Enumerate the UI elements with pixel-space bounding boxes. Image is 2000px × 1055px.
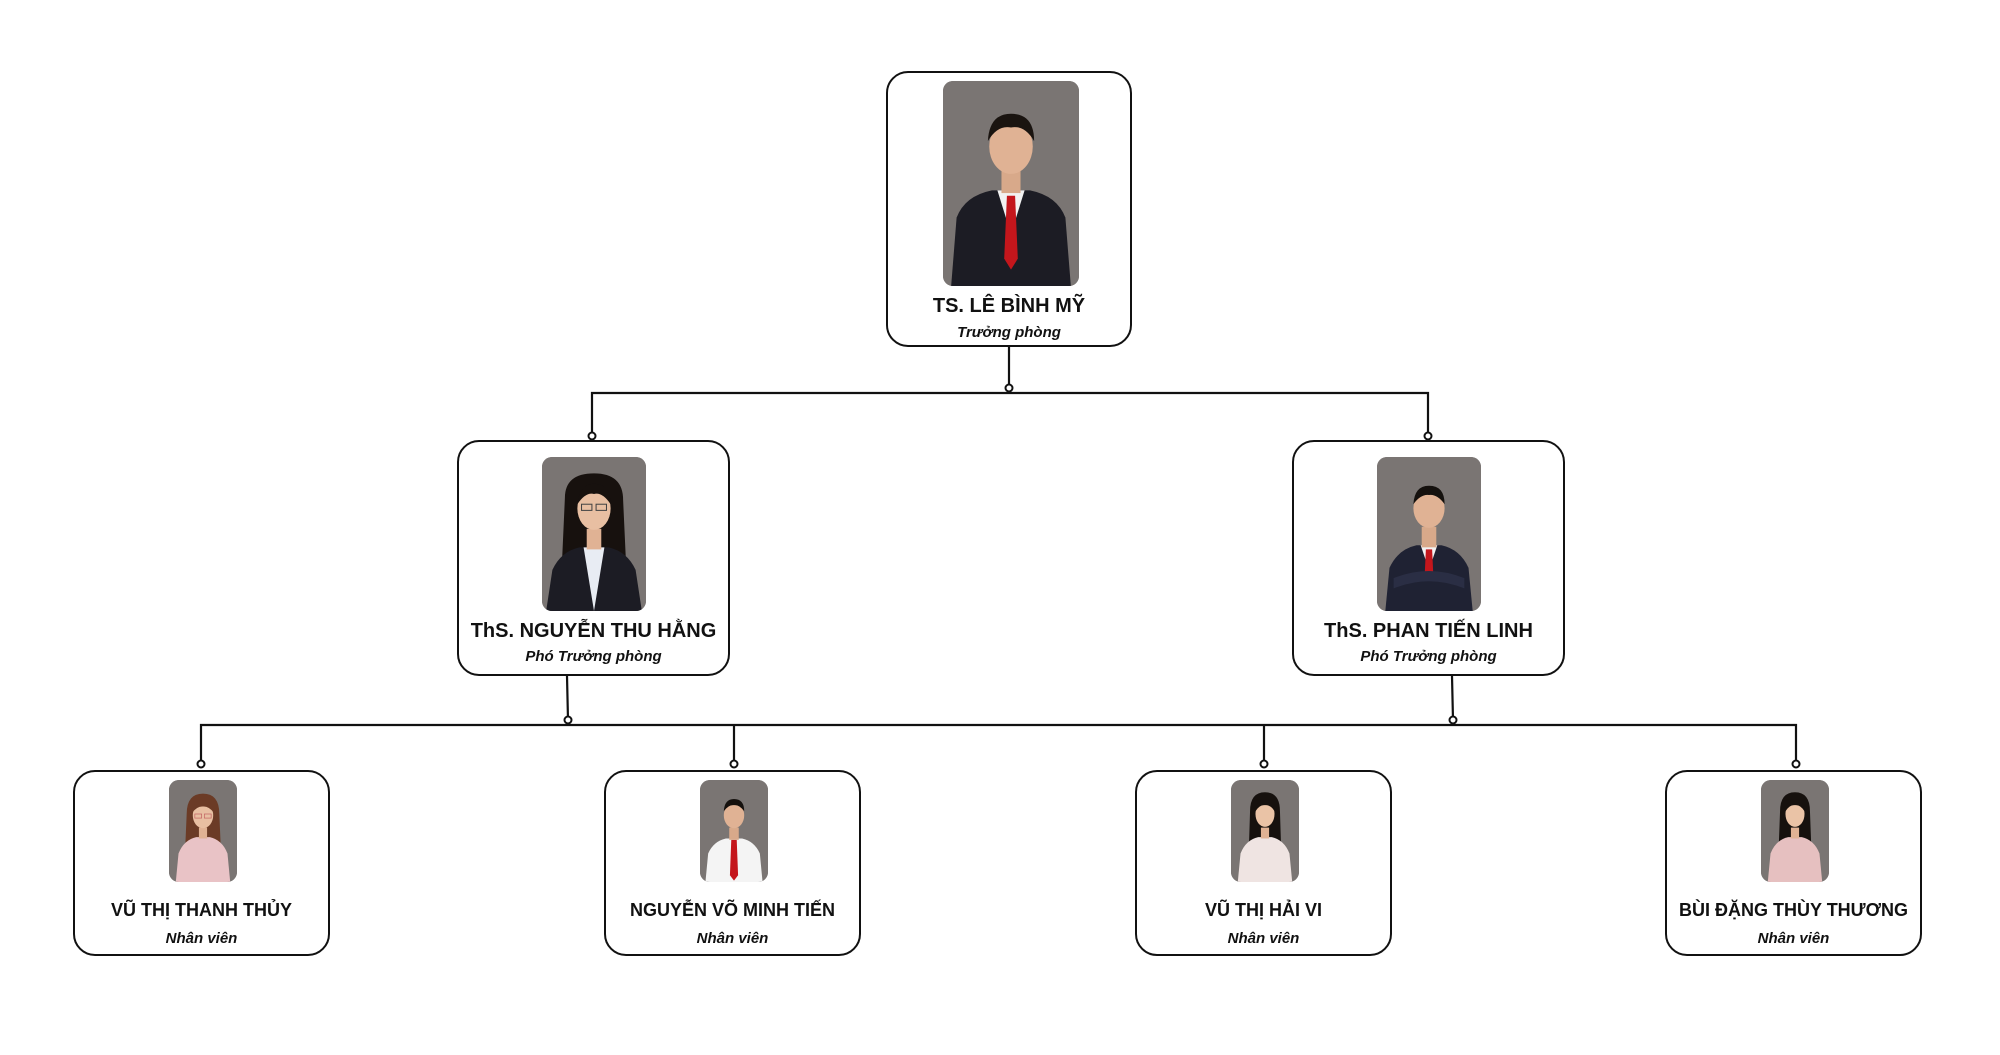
junction-dot — [1004, 383, 1014, 393]
junction-dot — [563, 715, 573, 725]
staff-card: NGUYỄN VÕ MINH TIẾN Nhân viên — [604, 770, 861, 956]
junction-dot — [1448, 715, 1458, 725]
junction-dot — [1259, 759, 1269, 769]
staff-name: VŨ THỊ THANH THỦY — [111, 900, 292, 920]
junction-dot — [1423, 431, 1433, 441]
staff-role: Nhân viên — [696, 930, 769, 947]
connector-deputies-to-staff — [199, 675, 1798, 764]
deputy-portrait — [542, 457, 646, 611]
head-role: Trưởng phòng — [957, 324, 1061, 341]
junction-dot — [729, 759, 739, 769]
staff-card: BÙI ĐẶNG THÙY THƯƠNG Nhân viên — [1665, 770, 1922, 956]
staff-role: Nhân viên — [1757, 930, 1830, 947]
staff-role: Nhân viên — [1227, 930, 1300, 947]
staff-name: NGUYỄN VÕ MINH TIẾN — [629, 900, 835, 920]
staff-card: VŨ THỊ THANH THỦY Nhân viên — [73, 770, 330, 956]
deputy-portrait — [1377, 457, 1481, 611]
staff-role: Nhân viên — [165, 930, 238, 947]
deputy-name: ThS. NGUYỄN THU HẰNG — [470, 620, 717, 642]
head-name: TS. LÊ BÌNH MỸ — [932, 295, 1086, 317]
staff-card: VŨ THỊ HẢI VI Nhân viên — [1135, 770, 1392, 956]
staff-portrait — [1761, 780, 1829, 882]
deputy-card: ThS. NGUYỄN THU HẰNG Phó Trưởng phòng — [457, 440, 730, 676]
staff-portrait — [1231, 780, 1299, 882]
staff-name: VŨ THỊ HẢI VI — [1204, 900, 1322, 920]
staff-portrait — [700, 780, 768, 882]
deputy-role: Phó Trưởng phòng — [1360, 648, 1497, 665]
head-card: TS. LÊ BÌNH MỸ Trưởng phòng — [886, 71, 1132, 347]
deputy-name: ThS. PHAN TIẾN LINH — [1324, 620, 1533, 642]
junction-dot — [1791, 759, 1801, 769]
deputy-role: Phó Trưởng phòng — [525, 648, 662, 665]
head-portrait — [943, 81, 1079, 286]
junction-dot — [587, 431, 597, 441]
connector-head-to-deputies — [590, 347, 1430, 436]
deputy-card: ThS. PHAN TIẾN LINH Phó Trưởng phòng — [1292, 440, 1565, 676]
junction-dot — [196, 759, 206, 769]
staff-name: BÙI ĐẶNG THÙY THƯƠNG — [1679, 900, 1908, 920]
staff-portrait — [169, 780, 237, 882]
